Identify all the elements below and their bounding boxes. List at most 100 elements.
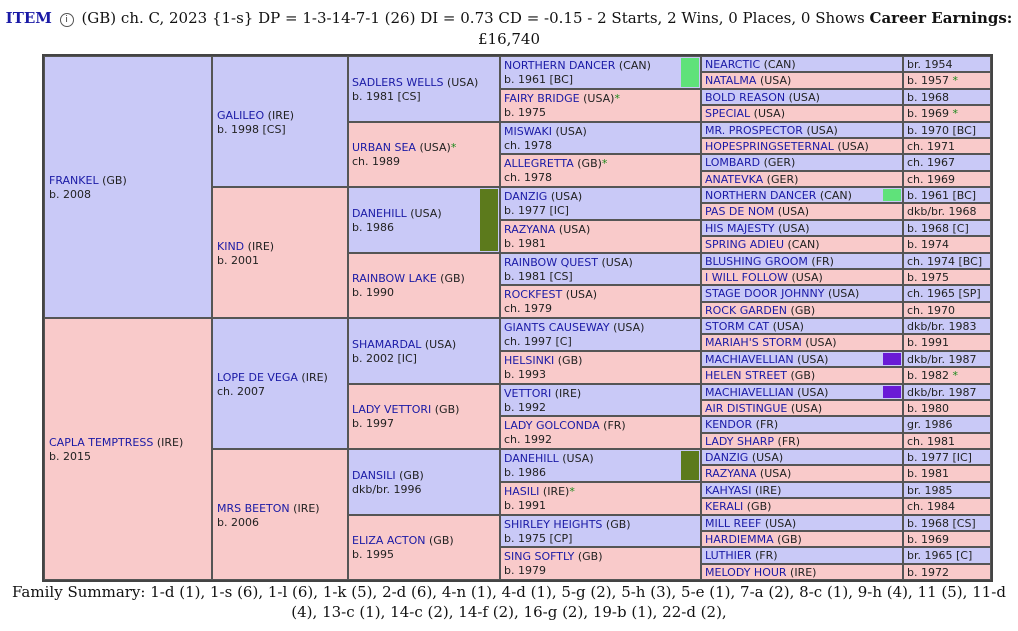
horse-name-link[interactable]: ROCKFEST [504, 288, 563, 302]
horse-name-link[interactable]: STAGE DOOR JOHNNY [705, 287, 825, 301]
cell-content: ANATEVKA (GER) [705, 172, 798, 186]
horse-name-link[interactable]: LADY SHARP [705, 434, 775, 448]
pedigree-info-gen5: b. 1982 * [903, 367, 991, 384]
pedigree-cell-gen3: DANSILI (GB)dkb/br. 1996 [348, 449, 500, 515]
pedigree-cell-gen2: KIND (IRE)b. 2001 [212, 187, 348, 318]
horse-name-link[interactable]: MELODY HOUR [705, 565, 787, 579]
horse-name-link[interactable]: NORTHERN DANCER [705, 189, 817, 202]
horse-name-link[interactable]: GIANTS CAUSEWAY [504, 321, 610, 334]
horse-name-link[interactable]: LADY VETTORI [352, 403, 432, 417]
horse-name-link[interactable]: DANEHILL [504, 452, 559, 465]
horse-origin-text: (IRE) [293, 501, 320, 515]
horse-name-link[interactable]: I WILL FOLLOW [705, 270, 788, 284]
horse-name-link[interactable]: HELSINKI [504, 353, 555, 367]
horse-name-link[interactable]: FAIRY BRIDGE [504, 91, 580, 105]
horse-name-link[interactable]: SING SOFTLY [504, 550, 575, 564]
horse-name-link[interactable]: ANATEVKA [705, 172, 764, 186]
horse-name-link[interactable]: ALLEGRETTA [504, 157, 574, 171]
horse-name-link[interactable]: BLUSHING GROOM [705, 254, 808, 268]
pedigree-cell-gen4: FAIRY BRIDGE (USA)*b. 1975 [500, 88, 701, 122]
info-icon[interactable]: i [59, 13, 74, 27]
horse-name-link[interactable]: KIND [217, 239, 245, 253]
horse-name-link[interactable]: DANZIG [504, 190, 548, 203]
horse-name-link[interactable]: HOPESPRINGSETERNAL [705, 139, 834, 153]
horse-name-link[interactable]: SHAMARDAL [352, 337, 422, 351]
horse-name-link[interactable]: LADY GOLCONDA [504, 419, 600, 433]
horse-name-link[interactable]: KENDOR [705, 418, 753, 432]
horse-name-link[interactable]: LUTHIER [705, 549, 752, 563]
horse-name-link[interactable]: HIS MAJESTY [705, 221, 775, 235]
pedigree-cell-gen5: PAS DE NOM (USA) [701, 203, 903, 220]
horse-name-link[interactable]: MISWAKI [504, 124, 552, 138]
horse-info: b. 1981 [CS] [504, 269, 573, 283]
horse-name-link[interactable]: RAZYANA [705, 467, 757, 481]
horse-name-link[interactable]: STORM CAT [705, 320, 770, 333]
horse-name-link[interactable]: DANZIG [705, 451, 749, 464]
dosage-marker [883, 385, 901, 398]
pedigree-info-gen5: b. 1991 [903, 334, 991, 351]
horse-name-link[interactable]: SADLERS WELLS [352, 75, 444, 89]
horse-name-link[interactable]: HELEN STREET [705, 369, 787, 383]
horse-name-link[interactable]: NEARCTIC [705, 58, 761, 71]
horse-name-link[interactable]: ELIZA ACTON [352, 534, 426, 548]
horse-info: b. 1979 [504, 564, 546, 578]
horse-name-link[interactable]: MACHIAVELLIAN [705, 352, 794, 366]
horse-name-link[interactable]: MARIAH'S STORM [705, 336, 802, 350]
horse-line: VETTORI (IRE) [504, 387, 581, 401]
pedigree-info-gen5: b. 1972 [903, 563, 991, 580]
horse-name-link[interactable]: ROCK GARDEN [705, 303, 788, 317]
horse-origin-text: (GB) [399, 468, 424, 482]
horse-name-link[interactable]: HARDIEMMA [705, 532, 774, 546]
horse-name-link[interactable]: BOLD REASON [705, 90, 786, 104]
horse-name-link[interactable]: DANSILI [352, 468, 396, 482]
horse-origin-text: (IRE) [554, 386, 582, 400]
horse-origin-text: (CAN) [787, 238, 820, 252]
horse-name-link[interactable]: NATALMA [705, 74, 757, 88]
horse-name-link[interactable]: NORTHERN DANCER [504, 59, 616, 72]
horse-origin-text: (GB) [102, 174, 127, 187]
horse-line: ROCKFEST (USA) [504, 288, 597, 302]
horse-name-link[interactable]: AIR DISTINGUE [705, 401, 788, 415]
horse-name-link[interactable]: FRANKEL [49, 174, 99, 187]
cell-content: STAGE DOOR JOHNNY (USA) [705, 286, 859, 301]
horse-name-link[interactable]: KERALI [705, 500, 744, 514]
horse-origin-text: (GB) [746, 500, 772, 514]
horse-name-link[interactable]: RAINBOW QUEST [504, 255, 598, 269]
horse-name-link[interactable]: MACHIAVELLIAN [705, 385, 794, 399]
horse-name-link[interactable]: CAPLA TEMPTRESS [49, 436, 154, 449]
horse-name-link[interactable]: MILL REEF [705, 516, 762, 530]
horse-name-link[interactable]: LOPE DE VEGA [217, 370, 298, 384]
horse-info-text: ch. 1974 [BC] [907, 254, 983, 268]
horse-info-text: dkb/br. 1983 [907, 320, 977, 333]
horse-name-link[interactable]: LOMBARD [705, 156, 761, 170]
horse-name-link[interactable]: URBAN SEA [352, 141, 416, 155]
cell-content: SHIRLEY HEIGHTS (GB)b. 1975 [CP] [504, 518, 631, 546]
horse-origin-text: (GB) [440, 272, 465, 286]
horse-name-link[interactable]: MRS BEETON [217, 501, 290, 515]
cell-content: SHAMARDAL (USA)b. 2002 [IC] [352, 338, 456, 366]
horse-info: dkb/br. 1987 [907, 352, 977, 366]
horse-name-link[interactable]: SPECIAL [705, 107, 751, 121]
horse-name-link[interactable]: GALILEO [217, 108, 265, 122]
cell-content: HASILI (IRE)*b. 1991 [504, 485, 575, 513]
horse-name-link[interactable]: KAHYASI [705, 483, 752, 497]
horse-name-link[interactable]: RAINBOW LAKE [352, 272, 437, 286]
horse-info-text: b. 1969 [907, 107, 949, 121]
horse-origin-text: (USA) [558, 222, 591, 236]
horse-name-link[interactable]: SHIRLEY HEIGHTS [504, 517, 603, 531]
horse-name-link[interactable]: RAZYANA [504, 222, 556, 236]
item-link[interactable]: ITEM [5, 9, 52, 27]
horse-info-text: dkb/br. 1987 [907, 352, 977, 366]
horse-info-text: b. 1981 [907, 467, 949, 481]
horse-name-link[interactable]: PAS DE NOM [705, 205, 775, 219]
horse-name-link[interactable]: HASILI [504, 484, 540, 498]
horse-name-link[interactable]: DANEHILL [352, 206, 407, 220]
horse-name-link[interactable]: SPRING ADIEU [705, 238, 784, 252]
horse-line: FAIRY BRIDGE (USA)* [504, 92, 620, 106]
horse-info-text: ch. 1981 [907, 434, 956, 448]
cell-content: BLUSHING GROOM (FR) [705, 254, 834, 268]
horse-name-link[interactable]: VETTORI [504, 386, 552, 400]
pedigree-cell-gen4: HELSINKI (GB)b. 1993 [500, 350, 701, 384]
horse-name-link[interactable]: MR. PROSPECTOR [705, 123, 803, 137]
horse-info: b. 1991 [504, 498, 546, 512]
